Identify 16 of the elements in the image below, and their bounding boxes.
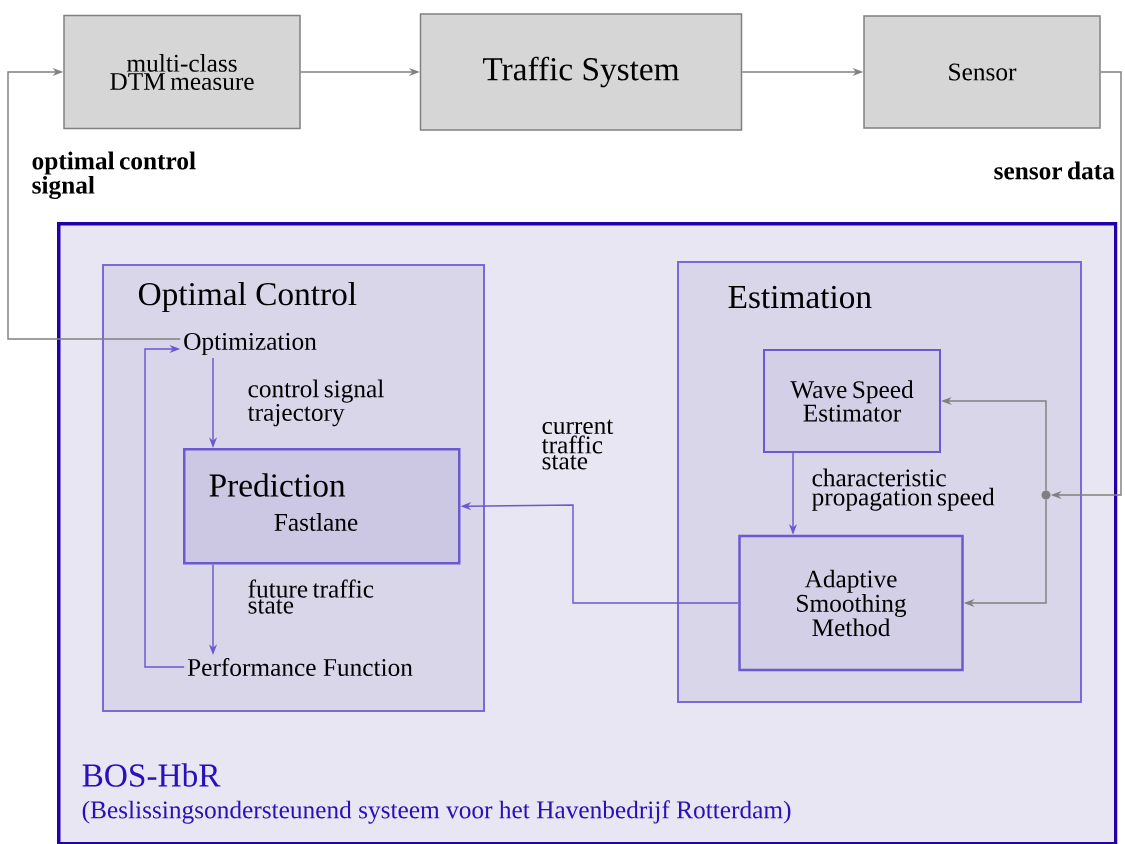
arrow xyxy=(144,344,185,668)
edge-label: future traffic state xyxy=(248,579,374,614)
step-label: Optimization xyxy=(184,332,317,356)
process-box: Prediction Fastlane xyxy=(183,448,461,565)
process-box: multi-class DTM measure xyxy=(63,14,301,130)
process-box: Traffic System xyxy=(419,13,743,131)
process-box: Adaptive Smoothing Method xyxy=(738,534,964,672)
process-box: Sensor xyxy=(863,15,1101,129)
edge-label: control signal trajectory xyxy=(247,379,384,427)
edge-label: sensor data xyxy=(994,161,1115,180)
edge-label: current traffic state xyxy=(541,419,614,470)
process-box: Wave Speed Estimator xyxy=(763,349,941,453)
edge-label: characteristic propagation speed xyxy=(812,468,995,511)
arrow xyxy=(7,67,181,340)
step-label: Performance Function xyxy=(187,657,413,677)
edge-label: optimal control signal xyxy=(32,151,196,200)
